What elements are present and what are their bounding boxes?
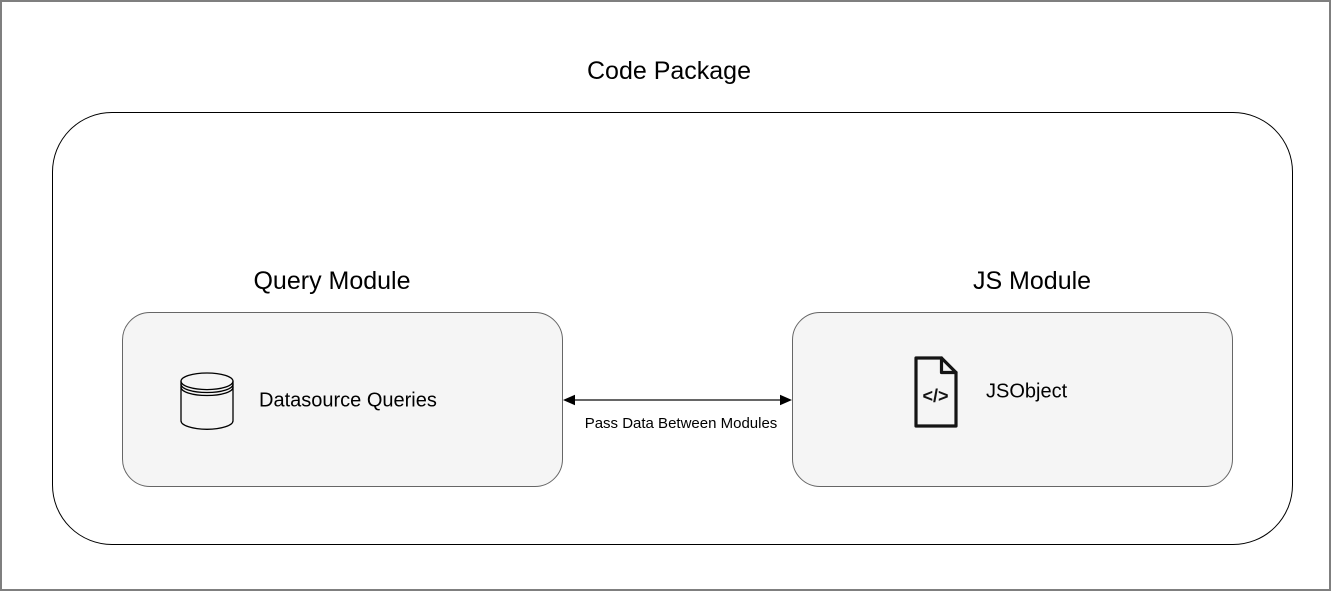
datasource-queries-label: Datasource Queries: [259, 389, 437, 412]
js-module-box: </> JSObject: [792, 312, 1233, 487]
js-module-label: JS Module: [972, 267, 1092, 295]
diagram-title: Code Package: [586, 57, 752, 85]
left-arrowhead-icon: [563, 394, 575, 406]
query-module-label: Query Module: [253, 267, 411, 295]
database-icon: [180, 372, 234, 435]
code-glyph: </>: [922, 386, 948, 406]
code-file-icon: </>: [914, 356, 958, 433]
bidirectional-arrow: [563, 394, 792, 406]
right-arrowhead-icon: [780, 394, 792, 406]
arrow-label: Pass Data Between Modules: [584, 415, 778, 432]
query-module-box: Datasource Queries: [122, 312, 563, 487]
jsobject-label: JSObject: [986, 380, 1068, 403]
